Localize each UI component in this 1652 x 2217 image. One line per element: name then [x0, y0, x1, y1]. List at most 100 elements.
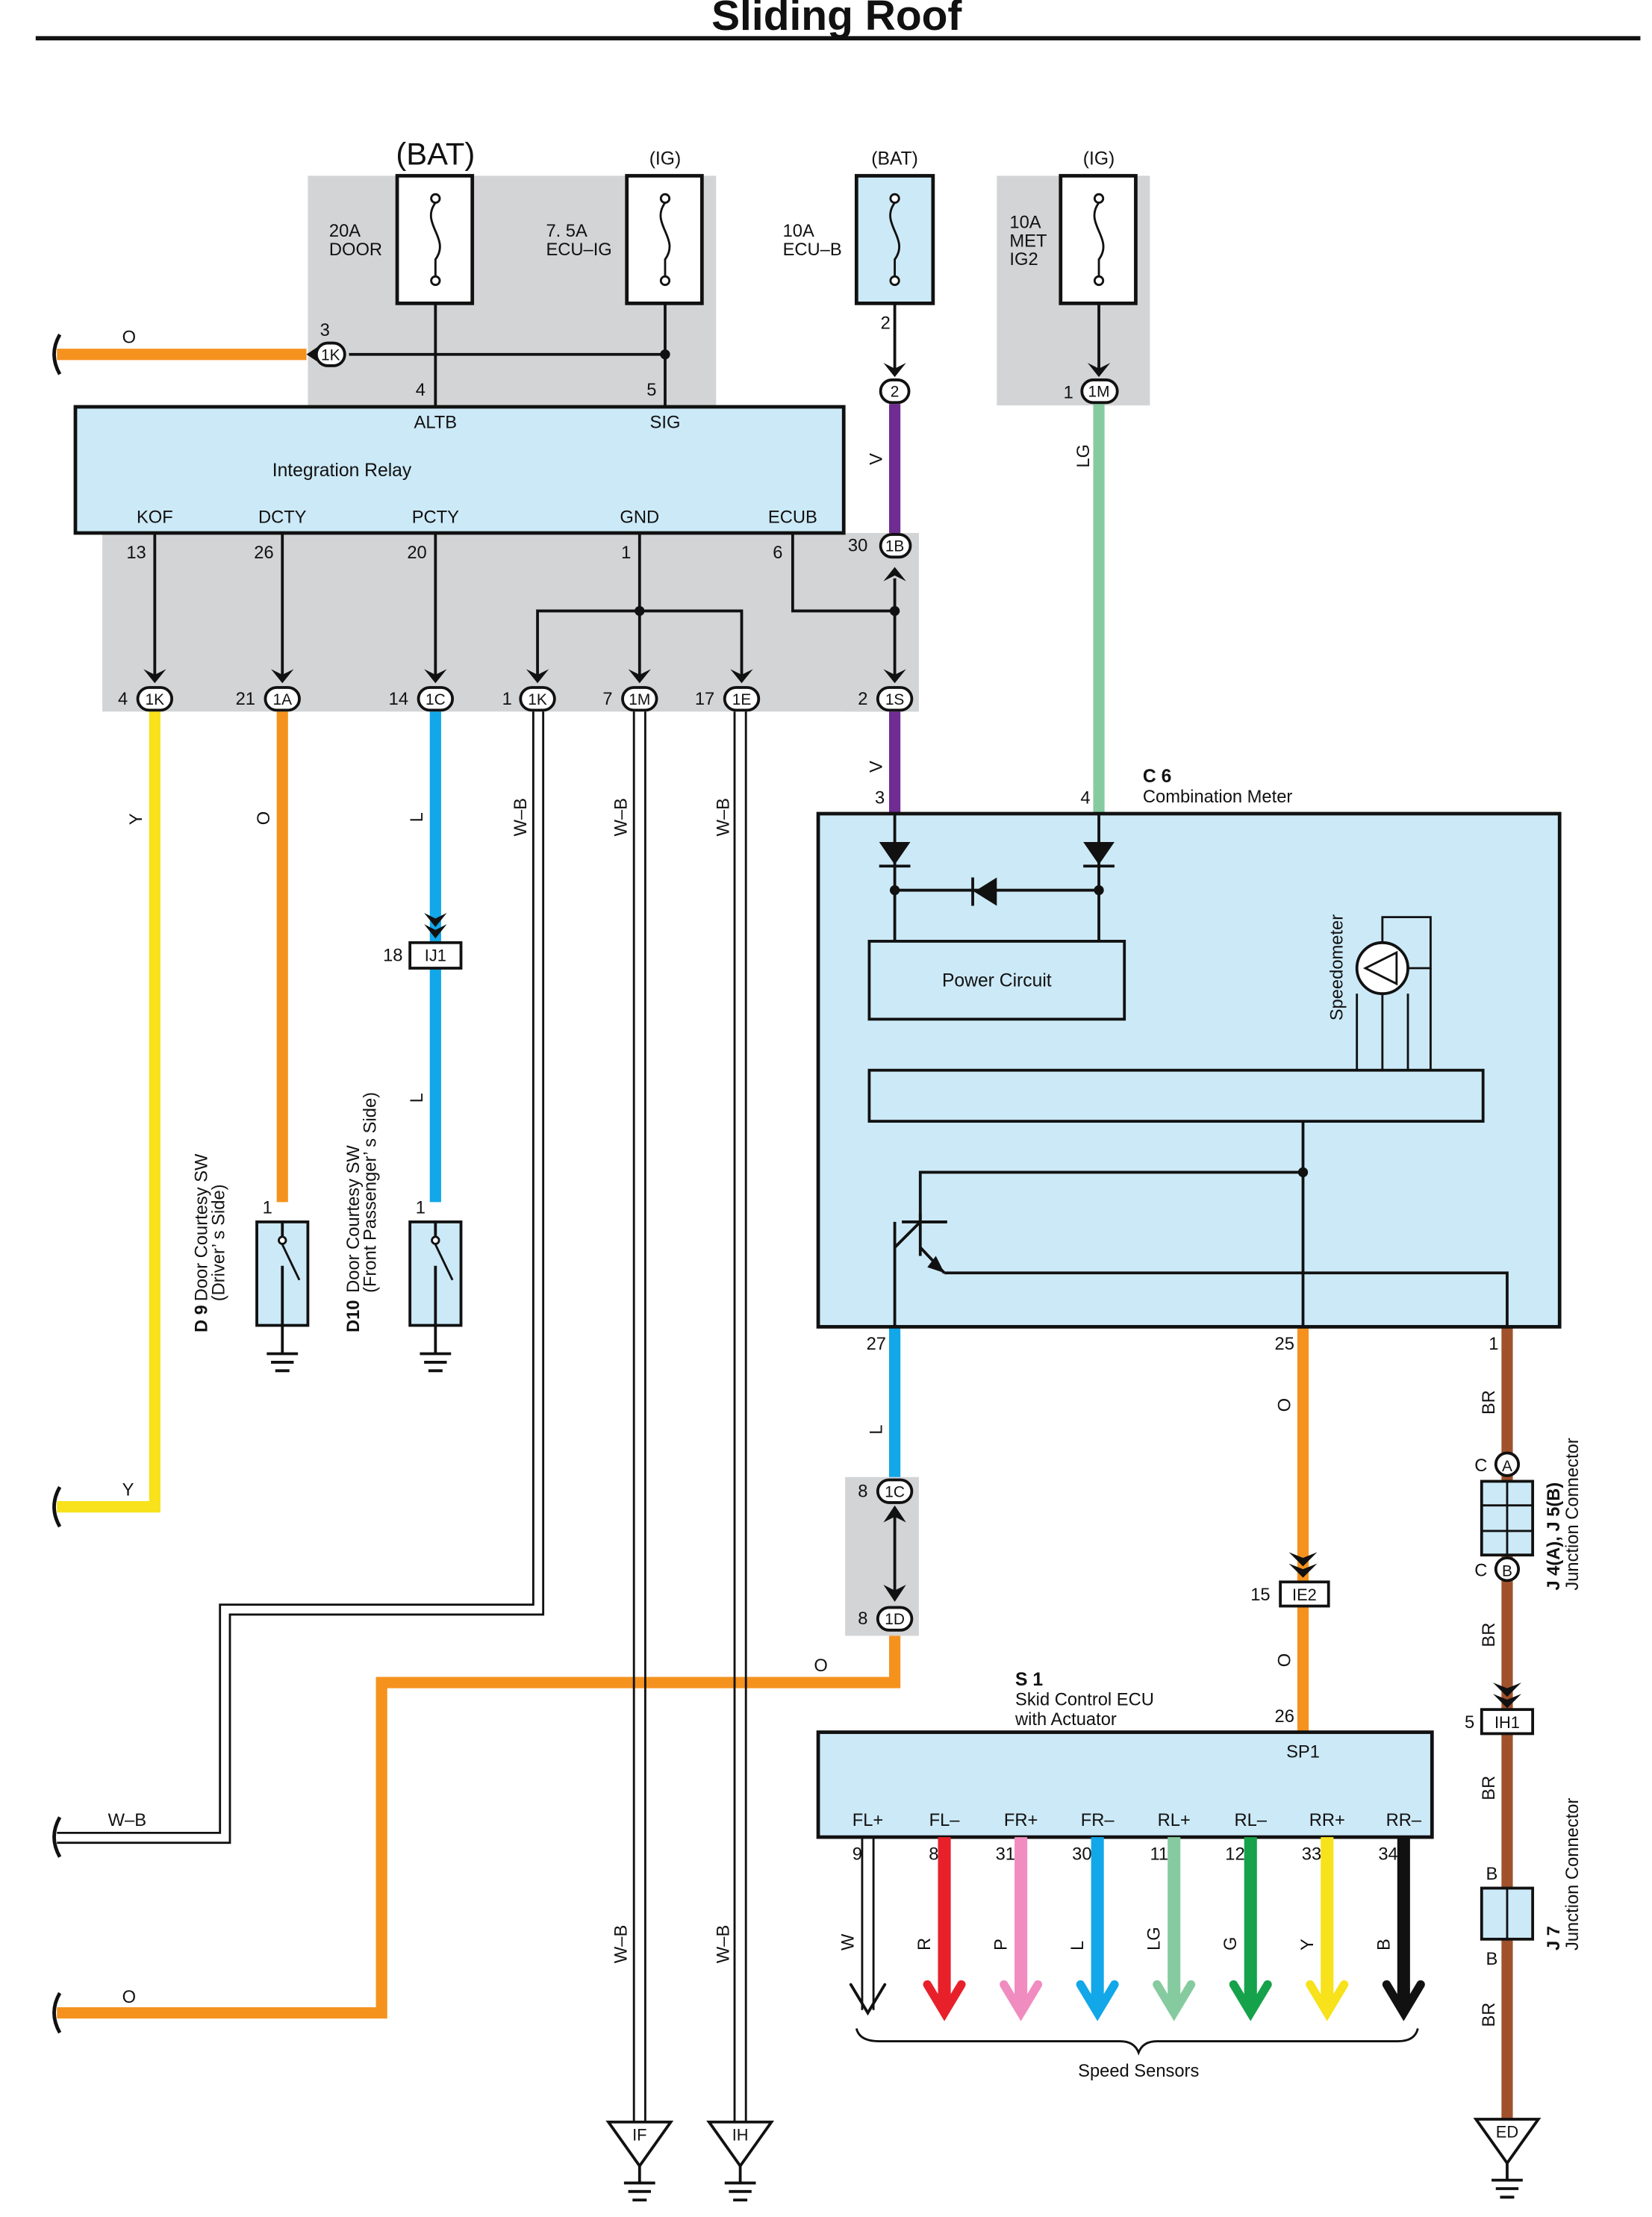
fuse-links [349, 303, 1100, 408]
wire-label-l-2: L [408, 1093, 427, 1103]
meter-code: C 6 [1143, 767, 1171, 787]
wire-orange-bottom [57, 1636, 901, 2019]
connector-1d-pin: 8 [858, 1609, 867, 1629]
connector-ih1: IH1 5 [1465, 1683, 1535, 1736]
meter-ic-bar [867, 1068, 1485, 1123]
wire-label-br-3: BR [1480, 1776, 1499, 1800]
ground-if-label: IF [632, 2125, 646, 2144]
sensor-wire [861, 1837, 875, 2010]
sensor-arrow [1076, 1980, 1119, 2021]
ecu-line1: Skid Control ECU [1015, 1690, 1154, 1709]
fuse-ecu-ig-supply: (IG) [649, 149, 681, 169]
connector-1c-pcty: 1C 14 [389, 669, 455, 712]
connector-1d-id: 1D [885, 1611, 905, 1628]
connector-1k-top-pin: 3 [320, 321, 330, 340]
wire-label-o-dcty: O [255, 811, 274, 825]
connector-2-id: 2 [891, 384, 900, 401]
connector-row-1-pin: 21 [236, 690, 255, 709]
ecu-sp1-pin: 26 [1275, 1707, 1294, 1727]
junction-dot [635, 605, 645, 617]
connector-row-0-id: 1K [146, 691, 165, 708]
connector-row-1-id: 1A [272, 691, 292, 708]
switch-d10-pin: 1 [416, 1199, 426, 1218]
connector-1m-top: 1M 1 [1064, 363, 1119, 405]
relay-label-kof: KOF [137, 508, 173, 528]
relay-label-pcty: PCTY [412, 508, 459, 528]
sensor-arrow [1382, 1980, 1425, 2021]
meter-pin-3: 3 [875, 789, 885, 808]
switch-d10-line2: (Front Passenger’ s Side) [361, 1092, 381, 1293]
ecu-code: S 1 [1015, 1670, 1043, 1690]
connector-row-2-pin: 14 [389, 690, 408, 709]
ground-ed-label: ED [1496, 2123, 1518, 2142]
connector-2: 2 2 [879, 314, 911, 405]
connector-row-4-pin: 7 [602, 690, 612, 709]
meter-pin-25: 25 [1275, 1335, 1294, 1354]
wire-label-wb-5: W–B [714, 1925, 733, 1963]
switch-d9-line2: (Driver’ s Side) [209, 1184, 228, 1301]
relay-pin-sig-num: 5 [646, 381, 656, 400]
fuse-met-name-2: IG2 [1009, 250, 1038, 269]
speedometer-label: Speedometer [1328, 914, 1347, 1021]
sensor-wire-label: R [915, 1938, 935, 1951]
combination-meter: C 6 Combination Meter 3 4 Power Circuit [816, 767, 1562, 1354]
sensor-wire-label: P [992, 1939, 1012, 1951]
relay-pin-kof-num: 13 [126, 543, 146, 563]
sensor-arrow [1229, 1980, 1272, 2021]
switch-d10-line1: Door Courtesy SW [344, 1145, 364, 1293]
wire-label-wb-1: W–B [511, 798, 531, 836]
wire-yellow [57, 711, 160, 1513]
ecu-sp1-label: SP1 [1286, 1743, 1320, 1762]
connector-1b: 1B 30 [848, 533, 912, 581]
connector-row-6-id: 1S [885, 691, 905, 708]
ecu-pin-label: RR– [1386, 1811, 1422, 1830]
sensor-arrow [849, 1983, 887, 2016]
connector-row-6-pin: 2 [858, 690, 867, 709]
fuse-door-supply: (BAT) [396, 136, 475, 171]
wire-label-br-4: BR [1480, 2003, 1499, 2027]
fuse-met-name-1: MET [1009, 231, 1047, 251]
fuse-ecu-b-supply: (BAT) [871, 149, 918, 169]
ecu-pin-number: 34 [1378, 1845, 1397, 1864]
sensor-arrow [1000, 1980, 1043, 2021]
fuse-ecu-ig: (IG) 7. 5A ECU–IG [546, 149, 704, 305]
ecu-pin-label: FL+ [853, 1811, 884, 1830]
fuse-ecu-b-name: ECU–B [783, 240, 842, 260]
connector-row-5-pin: 17 [695, 690, 714, 709]
j4-label: J 4(A), J 5(B) [1545, 1482, 1564, 1591]
connector-ih1-id: IH1 [1494, 1713, 1520, 1732]
wire-label-o-top: O [122, 328, 136, 348]
skid-control-ecu: S 1 Skid Control ECU with Actuator 26 SP… [816, 1670, 1434, 2081]
ecu-pin-label: RL+ [1158, 1811, 1191, 1830]
fuse-met-rating: 10A [1009, 213, 1041, 233]
wire-label-y: Y [127, 813, 146, 825]
j7-b-bottom: B [1486, 1950, 1497, 1969]
connector-1c-id: 1C [885, 1483, 905, 1500]
connector-row-2-id: 1C [426, 691, 446, 708]
j4-pin-b: B [1502, 1563, 1512, 1580]
relay-label-dcty: DCTY [258, 508, 307, 528]
connector-ie2-id: IE2 [1292, 1585, 1317, 1604]
fuse-ecu-ig-name: ECU–IG [546, 240, 611, 260]
ecu-pin-label: RR+ [1309, 1811, 1345, 1830]
diode-left [879, 841, 911, 865]
wire-label-br-1: BR [1480, 1390, 1499, 1415]
connector-1k-kof: 1K 4 [118, 669, 174, 712]
fuse-ecu-b-rating: 10A [783, 222, 814, 241]
ecu-pin-number: 12 [1225, 1845, 1244, 1864]
connector-row-5-id: 1E [732, 691, 752, 708]
relay-pin-pcty-num: 20 [407, 543, 426, 563]
j4-c-bottom: C [1474, 1562, 1487, 1581]
ground-if: IF [605, 2120, 674, 2202]
door-courtesy-switch-driver: 1 D 9 Door Courtesy SW (Driver’ s Side) [193, 1153, 310, 1373]
sensor-arrow [1153, 1980, 1196, 2021]
wire-break-marks [52, 333, 62, 2034]
connector-1m-top-pin: 1 [1064, 384, 1073, 403]
connector-1e: 1E 17 [695, 669, 761, 712]
junction-connector-j7: B B J 7 Junction Connector [1480, 1798, 1583, 1969]
wire-label-l-1: L [408, 812, 427, 822]
wire-label-o-end: O [122, 1988, 136, 2007]
sensor-wire-label: LG [1145, 1927, 1165, 1951]
meter-name: Combination Meter [1143, 788, 1292, 807]
